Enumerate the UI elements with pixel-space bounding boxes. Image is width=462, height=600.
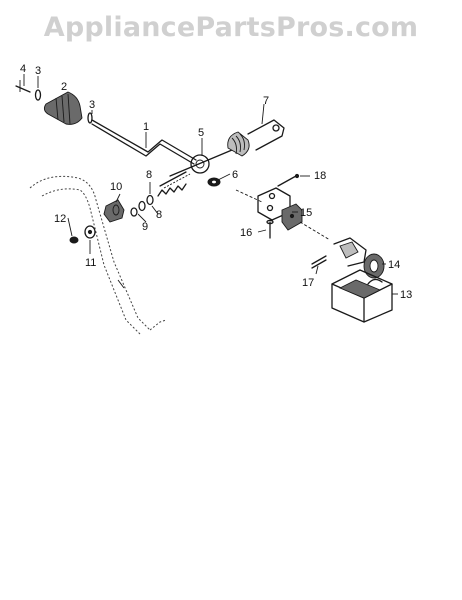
part-11-washer	[84, 225, 96, 239]
callout-8-bottom: 8	[156, 209, 162, 221]
callouts: 4 3 2 3 1 5 7 6 18 10 8 8 9 15 16 12 11 …	[20, 63, 412, 301]
callout-3-left: 3	[35, 65, 41, 77]
watermark: AppliancePartsPros.com	[43, 12, 419, 43]
part-15-bracket	[235, 187, 331, 241]
callout-12: 12	[54, 213, 66, 225]
callout-16: 16	[240, 227, 252, 239]
callout-6: 6	[232, 169, 238, 181]
callout-11: 11	[85, 257, 96, 269]
callout-8-top: 8	[146, 169, 152, 181]
callout-10: 10	[110, 181, 122, 193]
spring	[157, 183, 187, 197]
callout-1: 1	[143, 121, 149, 133]
part-13-mount-block	[331, 269, 393, 323]
part-3-washer-left	[34, 89, 42, 101]
part-7-yoke	[227, 119, 285, 157]
callout-2: 2	[61, 81, 67, 93]
part-14-cable-end	[333, 237, 385, 279]
callout-13: 13	[400, 289, 412, 301]
callout-15: 15	[300, 207, 312, 219]
part-16-screw	[266, 219, 274, 239]
callout-17: 17	[302, 277, 314, 289]
callout-9: 9	[142, 221, 148, 233]
part-18-screw	[277, 173, 300, 187]
part-4-pin	[15, 80, 31, 93]
part-1-rod	[91, 119, 197, 165]
part-12-bolt	[69, 236, 79, 244]
callout-7: 7	[263, 95, 269, 107]
callout-3-right: 3	[89, 99, 95, 111]
leader-lines	[23, 74, 398, 295]
part-2-grip	[43, 91, 83, 125]
handle-frame	[29, 175, 167, 335]
part-8-washers	[138, 194, 154, 212]
callout-18: 18	[314, 170, 326, 182]
callout-5: 5	[198, 127, 204, 139]
part-3-washer-right	[87, 112, 93, 124]
part-17-pin	[311, 255, 327, 269]
part-5-pivot	[159, 149, 233, 189]
callout-4: 4	[20, 63, 26, 75]
part-9-nut	[130, 207, 138, 217]
callout-14: 14	[388, 259, 400, 271]
part-10-collar	[103, 199, 125, 223]
part-6-washer	[207, 177, 221, 187]
